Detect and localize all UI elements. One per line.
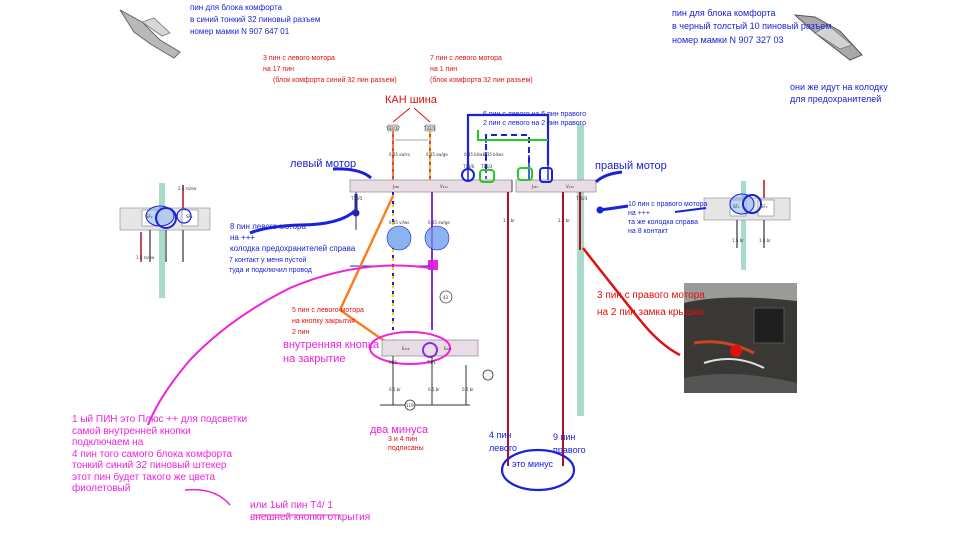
fuse-label-left-2: SF₂	[186, 214, 193, 219]
wire-size-11: 0.5 br	[389, 387, 401, 392]
wire-size-2: 0.35 sw/ge	[426, 152, 448, 157]
note-right-pin3: 3 пин с правого мотора на 2 пин замка кр…	[597, 290, 705, 318]
wire-size-7: 2.5 ro/sw	[178, 186, 197, 191]
wire-size-10: 0.35 sw/ge	[428, 220, 450, 225]
wire-size-15: 1.5 br	[759, 238, 771, 243]
label-two-minus: два минуса	[370, 424, 429, 436]
note-pin9-right: 9 пин правого	[553, 432, 586, 456]
wire-size-12: 0.5 br	[428, 387, 440, 392]
module-right-label-2: V₂₁₄	[566, 184, 574, 189]
note-first-pin: 1 ый ПИН это Плюс ++ для подсветки самой…	[72, 414, 248, 494]
wire-size-9: 0.35 vi/ws	[389, 220, 410, 225]
connector-tag-7: T4/2	[388, 360, 397, 365]
note-inner-button: внутренняя кнопка на закрытие	[283, 339, 379, 365]
fuse-block-left	[119, 185, 211, 262]
wire-size-1: 0.35 sw/ro	[389, 152, 410, 157]
note-right-pin10: 10 пин с правого мотора на +++ та же кол…	[628, 201, 708, 236]
wire-size-5: 1.5 br	[503, 218, 515, 223]
connector-tag-6: T10/3	[576, 196, 588, 201]
note-left-pin5: 5 пин с левого мотора на кнопку закрытия…	[292, 307, 364, 337]
switch-label-1: E₃₁₈	[402, 346, 410, 351]
note-pin4-left: 4 пин левого	[489, 430, 518, 454]
motor-bubble-left	[386, 225, 412, 251]
switch-label-2: E₄₂₈	[444, 346, 452, 351]
note-left-motor-pin7: 7 пин с левого мотора на 1 пин (блок ком…	[430, 55, 533, 85]
fuse-label-left-1: SF₄	[146, 214, 153, 219]
wire-size-4: 0.35 bl/ws	[483, 152, 504, 157]
note-left-motor-pin3: 3 пин с левого мотора на 17 пин (блок ко…	[263, 55, 397, 85]
wire-size-3: 0.35 bl/ws	[464, 152, 485, 157]
note-pin-comfort-small: пин для блока комфорта в синий тонкий 32…	[190, 3, 321, 37]
note-signed-34: 3 и 4 пин подписаны	[388, 436, 424, 453]
note-contact7: 7 контакт у меня пустой туда и подключил…	[229, 257, 312, 275]
pin-photo-small	[112, 0, 187, 70]
note-pin6: 6 пин с левого на 6 пин правого 2 пин с …	[483, 111, 586, 128]
trunk-lock-photo	[684, 283, 797, 393]
ground-mark-2: 119	[406, 403, 414, 408]
module-left-label-2: V₂₁₄	[440, 184, 448, 189]
label-can-bus: КАН шина	[385, 94, 437, 106]
note-or-first-pin: или 1ый пин T4/ 1 внешней кнопки открыти…	[250, 500, 371, 523]
ground-bar-right	[741, 181, 746, 270]
connector-tag-1: T32/17	[386, 126, 400, 131]
connector-tag-2: T32/1	[424, 126, 436, 131]
module-right-bar	[515, 179, 597, 193]
module-right-label-1: J₃₈₇	[532, 184, 538, 189]
ground-bar-center	[577, 124, 584, 416]
fuse-label-right-2: SF₂	[761, 204, 768, 209]
pin-photo-big	[780, 5, 870, 85]
wire-size-8: 1.5 ro/sw	[136, 255, 155, 260]
label-this-minus: это минус	[512, 459, 554, 469]
wire-size-6: 1.5 br	[558, 218, 570, 223]
fuse-block-right	[703, 180, 791, 248]
connector-tag-4: T18/2	[481, 164, 493, 169]
note-pin-comfort-big: пин для блока комфорта в черный толстый …	[672, 8, 832, 45]
label-left-motor: левый мотор	[290, 158, 357, 170]
connector-tag-3: T18/6	[463, 164, 475, 169]
note-fuse-block: они же идут на колодку для предохранител…	[790, 82, 888, 105]
ground-bar-left	[159, 183, 165, 298]
label-right-motor: правый мотор	[595, 160, 667, 172]
ground-mark-1: 43	[443, 295, 449, 300]
module-left-label-1: J₃₈₆	[393, 184, 399, 189]
note-left-pin8: 8 пин левого мотора на +++ колодка предо…	[230, 222, 356, 254]
wire-size-14: 1.5 br	[732, 238, 744, 243]
wire-size-13: 0.5 br	[462, 387, 474, 392]
connector-tag-8: T4/1	[427, 360, 436, 365]
fuse-label-right-1: SF₄	[733, 204, 740, 209]
motor-bubble-right	[424, 225, 450, 251]
connector-tag-5: T10/5	[351, 196, 363, 201]
